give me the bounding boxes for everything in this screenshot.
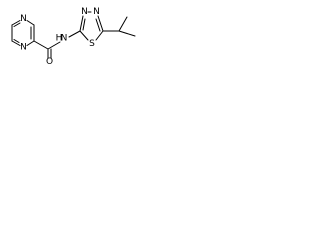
bond [97,15,104,32]
bond [26,20,35,26]
carboxamide-group [33,40,61,59]
molecule-diagram: N N O N H S N N [11,7,136,66]
bond [13,22,21,27]
pyrazine-ring [11,20,35,46]
bond [11,40,21,46]
bond [95,30,104,41]
atom-label-n: N [61,34,68,44]
atom-label-s: S [89,39,95,49]
bond [95,18,101,32]
atom-label-h: H [56,34,63,44]
bond [26,40,35,46]
thiadiazole-ring [68,11,104,41]
bond [118,16,128,32]
bond [79,30,89,41]
bond [11,20,21,26]
bond [79,15,84,32]
atom-label-n: N [93,7,100,17]
atom-label-n: N [20,43,27,53]
atom-label-n: N [81,7,88,17]
bond [82,18,86,31]
bond [33,40,49,50]
atom-label-n: N [20,14,27,24]
bond [13,39,20,43]
bond [118,30,136,37]
isopropyl-group [102,16,136,37]
bond [68,30,81,38]
bond [47,41,61,50]
atom-label-o: O [46,57,53,66]
